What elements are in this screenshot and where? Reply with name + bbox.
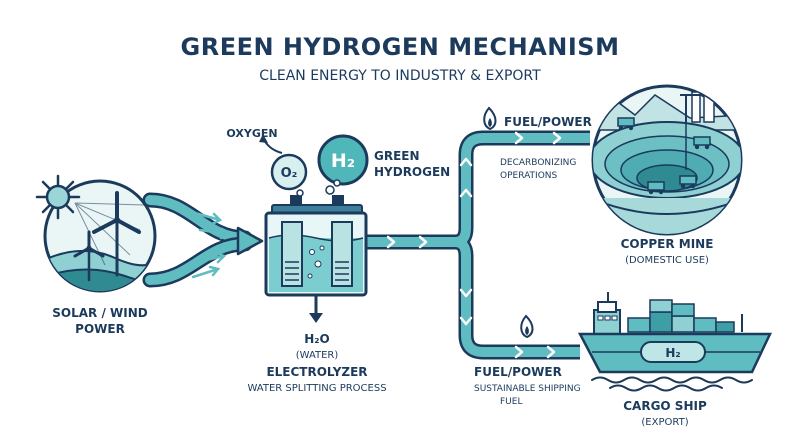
mine-subtitle: (DOMESTIC USE) bbox=[625, 255, 709, 266]
pipe-branch-ship bbox=[454, 234, 580, 360]
flow-chevrons bbox=[386, 131, 562, 359]
electrolyzer-title: ELECTROLYZER bbox=[266, 365, 367, 379]
source-label-2: POWER bbox=[75, 322, 125, 336]
electrolyzer-tank bbox=[264, 195, 368, 323]
mine-caption-2: OPERATIONS bbox=[500, 171, 558, 181]
page-subtitle: CLEAN ENERGY TO INDUSTRY & EXPORT bbox=[259, 68, 541, 84]
oxygen-label: OXYGEN bbox=[226, 127, 277, 140]
pipe-branch-mine bbox=[454, 130, 590, 250]
solar-wind-source bbox=[35, 174, 157, 293]
mine-title: COPPER MINE bbox=[621, 237, 714, 251]
flow-pipes bbox=[142, 130, 590, 360]
water-formula: H₂O bbox=[304, 332, 330, 346]
mine-caption: DECARBONIZING bbox=[500, 158, 576, 168]
oxygen-formula: O₂ bbox=[281, 166, 298, 181]
ship-fuel-label: FUEL/POWER bbox=[474, 365, 562, 379]
sun-icon bbox=[35, 174, 81, 220]
hydrogen-label: GREEN bbox=[374, 149, 420, 163]
cargo-ship-illustration bbox=[577, 292, 772, 392]
ship-tank-label: H₂ bbox=[665, 346, 680, 360]
mine-fuel-label: FUEL/POWER bbox=[504, 115, 592, 129]
ship-caption: SUSTAINABLE SHIPPING bbox=[474, 384, 581, 394]
ship-subtitle: (EXPORT) bbox=[641, 417, 688, 428]
wind-turbine-icon bbox=[73, 191, 141, 282]
oxygen-bubble bbox=[270, 153, 308, 197]
hydrogen-label-2: HYDROGEN bbox=[374, 165, 450, 179]
flame-icon bbox=[520, 314, 534, 339]
water-caption: (WATER) bbox=[296, 350, 339, 361]
source-label: SOLAR / WIND bbox=[52, 306, 148, 320]
flame-icon bbox=[483, 106, 497, 131]
electrolyzer-subtitle: WATER SPLITTING PROCESS bbox=[247, 383, 386, 394]
ship-caption-2: FUEL bbox=[500, 397, 522, 407]
hydrogen-bubble bbox=[317, 134, 369, 195]
wind-streaks bbox=[191, 211, 231, 279]
ship-title: CARGO SHIP bbox=[623, 399, 707, 413]
hydrogen-formula: H₂ bbox=[331, 150, 355, 172]
arrowhead-into-electrolyzer bbox=[236, 226, 264, 256]
page-title: GREEN HYDROGEN MECHANISM bbox=[181, 33, 620, 61]
copper-mine-illustration bbox=[591, 84, 743, 236]
